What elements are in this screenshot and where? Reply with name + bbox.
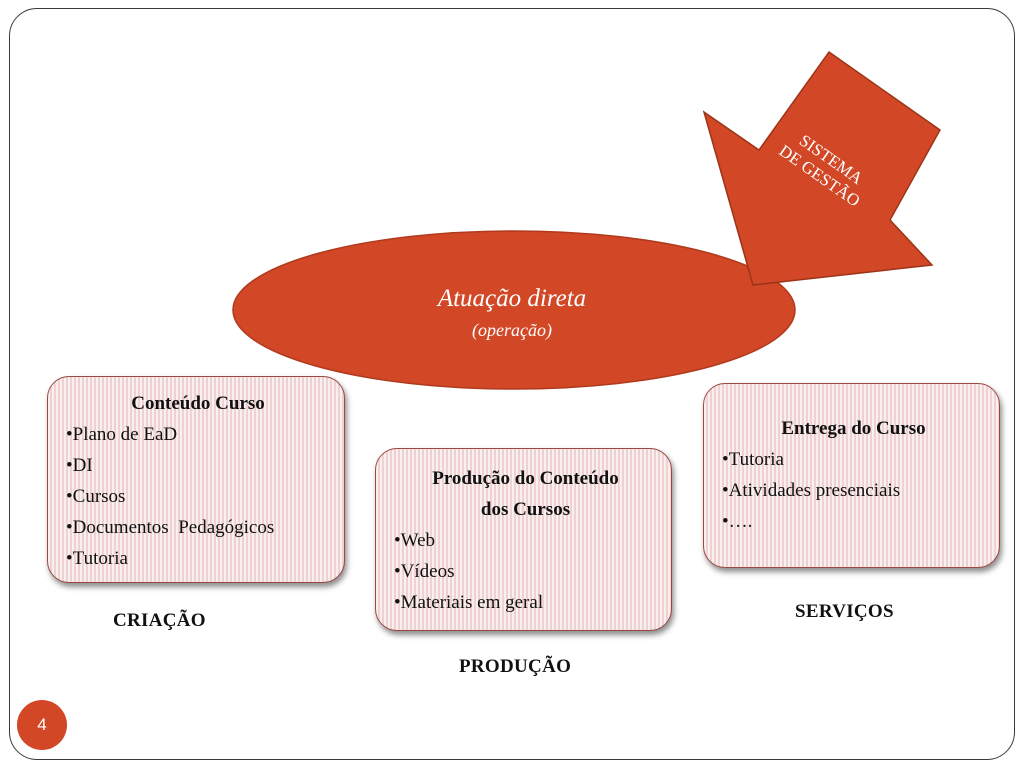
box-producao-title: Produção do Conteúdo dos Cursos [394,463,657,525]
list-item: Tutoria [722,444,985,475]
box-criacao: Conteúdo Curso Plano de EaD DI Cursos Do… [47,376,345,583]
box-producao-title-line2: dos Cursos [480,499,571,520]
page-number-badge: 4 [17,700,67,750]
list-item: Tutoria [66,543,330,574]
list-item: Materiais em geral [394,587,657,618]
box-producao-title-line1: Produção do Conteúdo [432,468,619,489]
list-item: Cursos [66,481,330,512]
box-servicos-list: Tutoria Atividades presenciais …. [722,444,985,537]
list-item: …. [722,506,985,537]
box-criacao-list: Plano de EaD DI Cursos Documentos Pedagó… [66,419,330,574]
list-item: Atividades presenciais [722,475,985,506]
ellipse-text: Atuação direta (operação) [233,282,791,342]
list-item: Documentos Pedagógicos [66,512,330,543]
central-ellipse [232,230,796,390]
label-servicos: SERVIÇOS [795,601,894,622]
label-producao: PRODUÇÃO [459,656,572,677]
box-criacao-title: Conteúdo Curso [131,393,265,414]
label-criacao: CRIAÇÃO [113,610,206,631]
box-producao-list: Web Vídeos Materiais em geral [394,525,657,618]
box-servicos-title: Entrega do Curso [781,418,926,439]
slide-frame [9,8,1015,760]
ellipse-title: Atuação direta [437,285,587,312]
box-producao: Produção do Conteúdo dos Cursos Web Víde… [375,448,672,631]
ellipse-subtitle: (operação) [472,320,552,340]
management-system-arrow [702,50,941,286]
list-item: Plano de EaD [66,419,330,450]
list-item: DI [66,450,330,481]
list-item: Web [394,525,657,556]
box-servicos: Entrega do Curso Tutoria Atividades pres… [703,383,1000,568]
list-item: Vídeos [394,556,657,587]
